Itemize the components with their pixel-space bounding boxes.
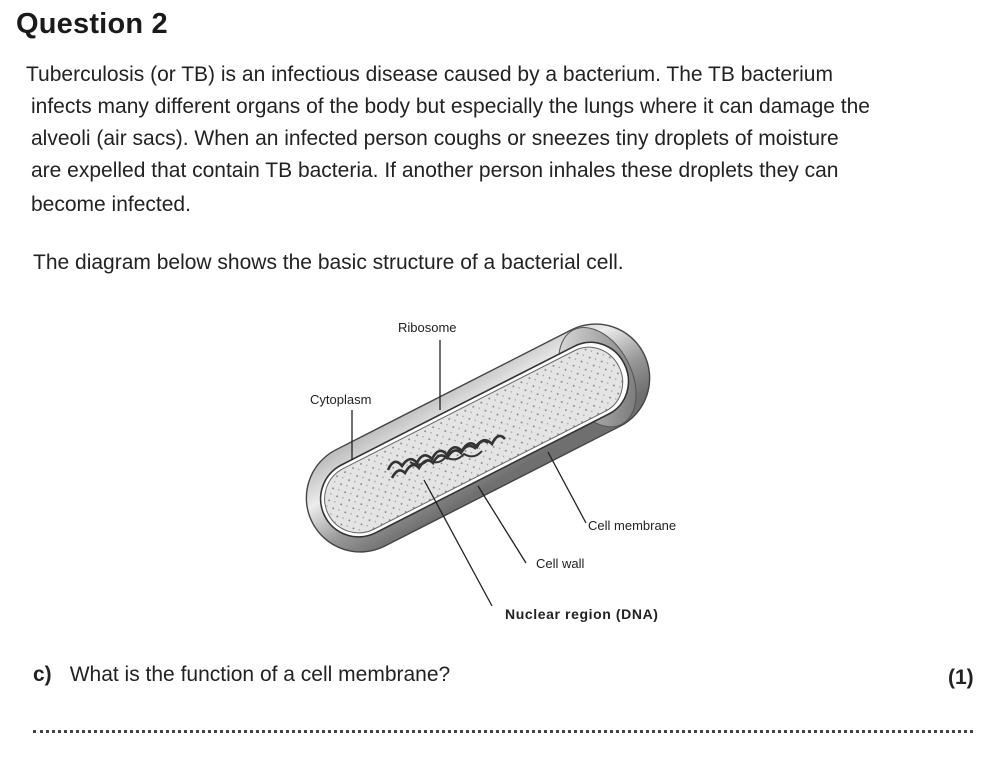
intro-line: are expelled that contain TB bacteria. I… [31, 159, 839, 182]
diagram-caption: The diagram below shows the basic struct… [33, 251, 624, 274]
answer-line[interactable] [33, 730, 973, 733]
part-c-question: c) What is the function of a cell membran… [33, 663, 450, 687]
part-c-letter: c) [33, 663, 52, 686]
intro-line: infects many different organs of the bod… [31, 95, 870, 118]
question-heading: Question 2 [16, 8, 168, 40]
nuclear-region-label: Nuclear region (DNA) [505, 606, 659, 622]
ribosome-label: Ribosome [398, 320, 457, 335]
cell-membrane-label: Cell membrane [588, 518, 676, 533]
intro-line: Tuberculosis (or TB) is an infectious di… [26, 63, 833, 86]
label-pointer-lines [351, 340, 587, 607]
intro-line: alveoli (air sacs). When an infected per… [31, 127, 839, 150]
part-c-marks: (1) [948, 666, 974, 689]
cell-wall-label: Cell wall [536, 556, 585, 571]
cytoplasm-region [319, 341, 630, 538]
dna-coil [386, 434, 506, 479]
part-c-text: What is the function of a cell membrane? [69, 663, 451, 686]
bacterium-rod [305, 323, 651, 553]
cytoplasm-label: Cytoplasm [310, 392, 371, 407]
intro-line: become infected. [31, 193, 191, 216]
